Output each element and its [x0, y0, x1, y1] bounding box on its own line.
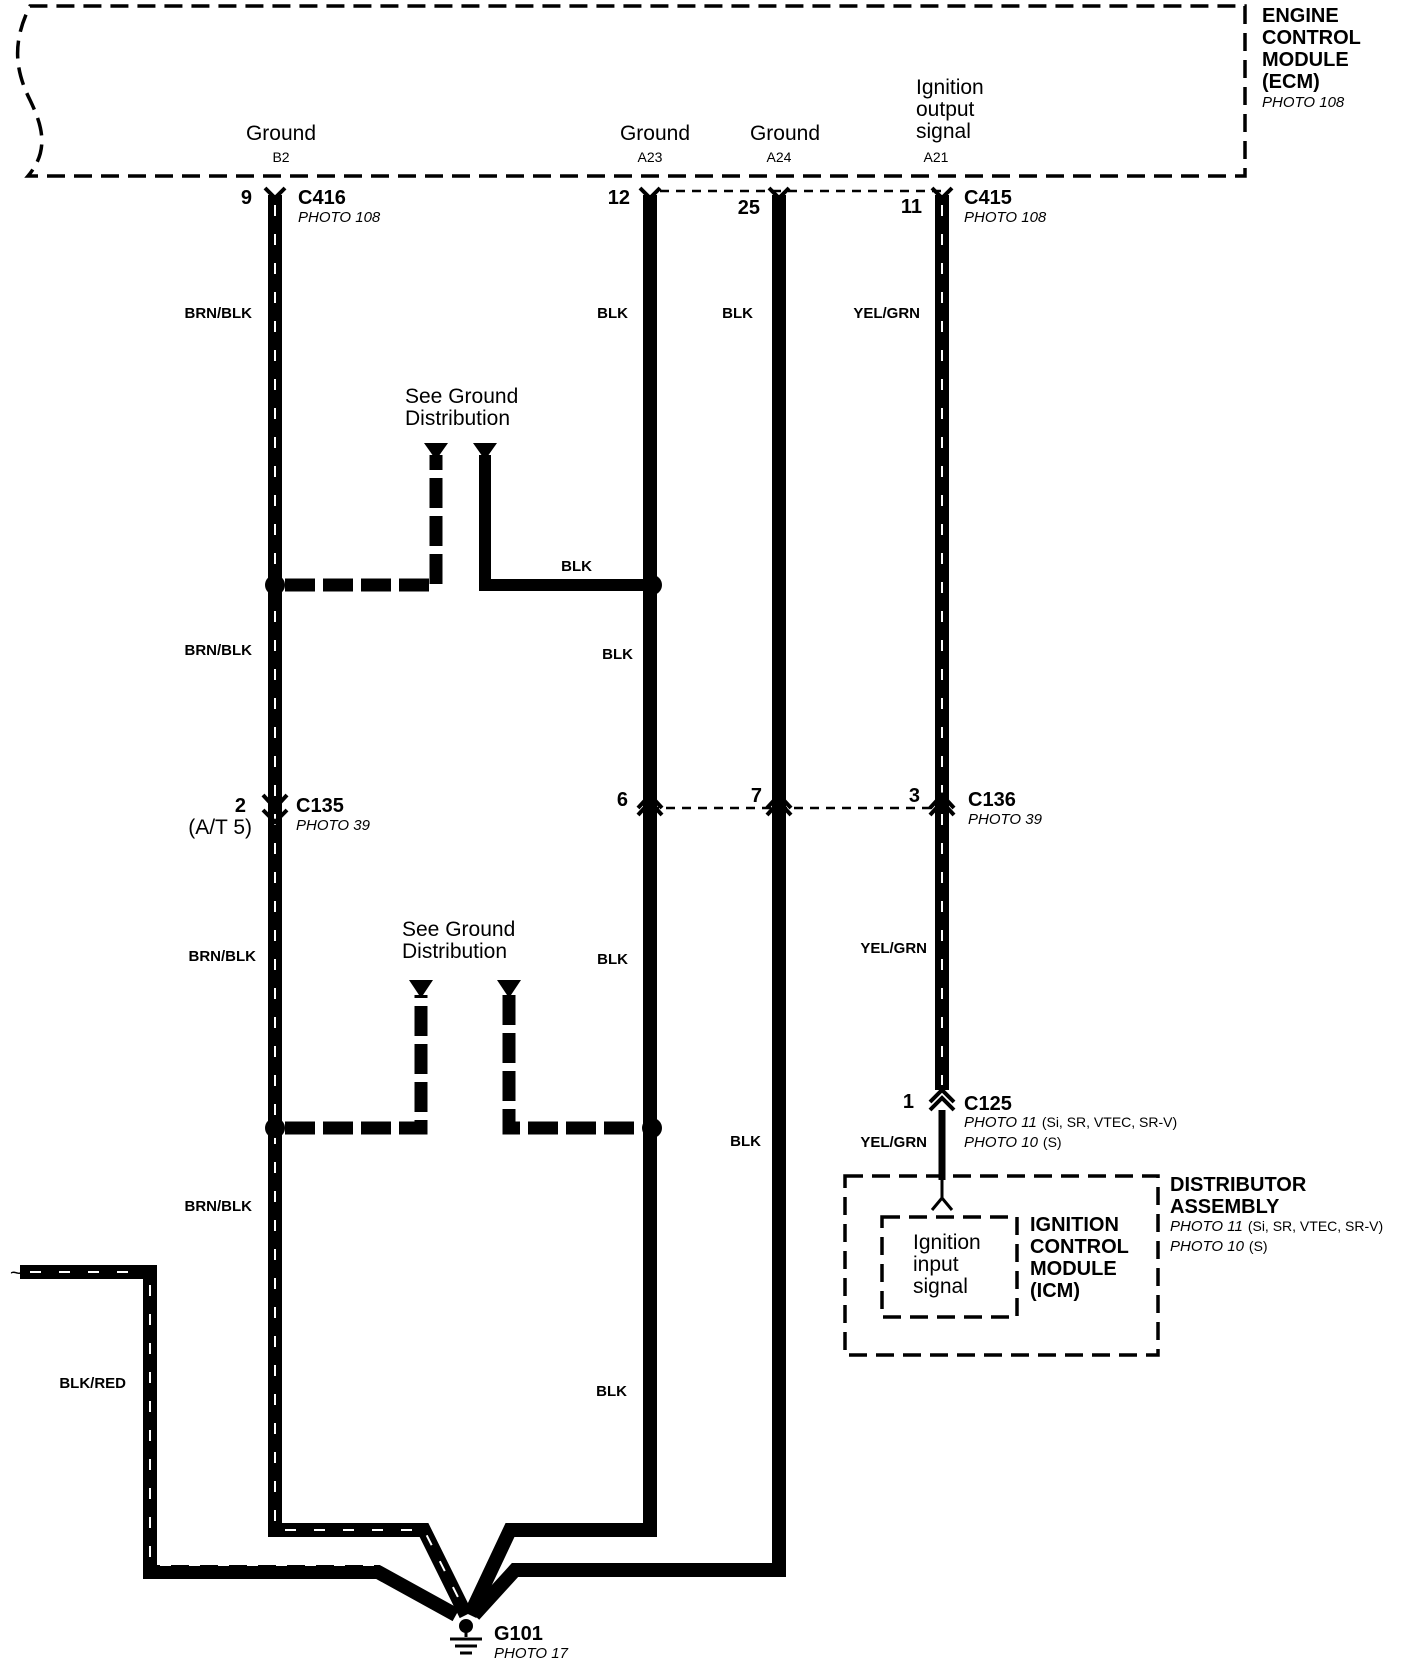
ground-ref-lower-arrow-right — [497, 980, 521, 998]
distributor-outline — [843, 1174, 1160, 1357]
icm-outline — [880, 1215, 1019, 1319]
connector-c416-id: C416 — [298, 187, 346, 209]
pin-c136-6: 6 — [617, 789, 628, 811]
ground-ref-lower-line-2: Distribution — [402, 940, 507, 963]
pin-c136-3: 3 — [909, 785, 920, 807]
connector-c125-id: C125 — [964, 1093, 1012, 1115]
icm-input-line-1: Ignition — [913, 1231, 981, 1254]
connector-c135-id: C135 — [296, 795, 344, 817]
branch-upper-brn — [285, 455, 443, 592]
wire-label-blk-2: BLK — [722, 305, 753, 322]
ecm-terminal-a21-name-2: output — [916, 98, 975, 121]
wire-label-brn-blk-1: BRN/BLK — [185, 305, 253, 322]
wire-label-blk-7: BLK — [596, 1383, 627, 1400]
wire-blk-a24 — [468, 195, 786, 1620]
wire-label-blk-3: BLK — [561, 558, 592, 575]
ground-g101-id: G101 — [494, 1623, 543, 1645]
splice-upper-right — [642, 575, 662, 595]
ecm-terminal-b2-pin: B2 — [272, 149, 289, 165]
icm-title-2: CONTROL — [1030, 1236, 1129, 1258]
branch-lower-blk — [502, 995, 640, 1135]
ground-ref-lower-line-1: See Ground — [402, 918, 515, 941]
wire-label-blk-5: BLK — [597, 951, 628, 968]
ecm-terminal-a21-name-1: Ignition — [916, 76, 984, 99]
connector-c415-photo: PHOTO 108 — [964, 209, 1047, 226]
ground-ref-lower-arrow-left — [409, 980, 433, 998]
pin-c415-25: 25 — [738, 197, 760, 219]
distributor-photo-2: PHOTO 10(S) — [1170, 1238, 1268, 1255]
icm-title-4: (ICM) — [1030, 1280, 1080, 1302]
connector-c125-photo-2: PHOTO 10(S) — [964, 1134, 1062, 1151]
wire-label-blk-4: BLK — [602, 646, 633, 663]
ecm-terminal-b2-name: Ground — [246, 122, 316, 145]
icm-title-1: IGNITION — [1030, 1214, 1119, 1236]
wire-label-yel-grn-1: YEL/GRN — [853, 305, 920, 322]
distributor-photo-1: PHOTO 11(Si, SR, VTEC, SR-V) — [1170, 1218, 1383, 1235]
ecm-terminal-a21-name-3: signal — [916, 120, 971, 143]
ecm-terminal-a23-name: Ground — [620, 122, 690, 145]
wire-label-yel-grn-2: YEL/GRN — [860, 940, 927, 957]
splice-lower-left — [265, 1118, 285, 1138]
wire-label-brn-blk-3: BRN/BLK — [189, 948, 257, 965]
ecm-title-line-1: ENGINE — [1262, 5, 1339, 27]
pin-c415-12: 12 — [608, 187, 630, 209]
pin-c415-11: 11 — [901, 196, 922, 218]
ecm-title: ENGINE CONTROL MODULE (ECM) PHOTO 108 — [1262, 5, 1361, 111]
ecm-outline — [15, 4, 1247, 178]
icm-input-line-2: input — [913, 1253, 959, 1276]
distributor-title-1: DISTRIBUTOR — [1170, 1174, 1307, 1196]
icm-title-3: MODULE — [1030, 1258, 1117, 1280]
pin-c135-2: 2 — [235, 795, 246, 817]
ground-ref-upper-line-1: See Ground — [405, 385, 518, 408]
connector-c416-photo: PHOTO 108 — [298, 209, 381, 226]
branch-upper-blk — [479, 455, 650, 591]
ecm-title-line-3: MODULE — [1262, 49, 1349, 71]
distributor-title-2: ASSEMBLY — [1170, 1196, 1280, 1218]
ecm-title-line-2: CONTROL — [1262, 27, 1361, 49]
wire-label-blk-6: BLK — [730, 1133, 761, 1150]
branch-lower-brn — [285, 995, 428, 1135]
connector-c136-photo: PHOTO 39 — [968, 811, 1043, 828]
pin-c416-9: 9 — [241, 187, 252, 209]
ecm-photo: PHOTO 108 — [1262, 94, 1345, 111]
pin-c136-7: 7 — [751, 785, 762, 807]
wire-label-blk-1: BLK — [597, 305, 628, 322]
ground-g101-photo: PHOTO 17 — [494, 1645, 569, 1662]
ecm-terminal-a21-pin: A21 — [924, 149, 949, 165]
wire-blk-red — [20, 1265, 460, 1622]
wire-blk-a23 — [463, 195, 657, 1618]
splice-upper-left — [265, 575, 285, 595]
ground-symbol-icon — [450, 1619, 482, 1655]
splice-lower-right — [642, 1118, 662, 1138]
ground-ref-upper-arrow-left — [424, 443, 448, 460]
connector-marks — [261, 186, 956, 1211]
connector-c415-id: C415 — [964, 187, 1012, 209]
ecm-terminal-a23-pin: A23 — [638, 149, 663, 165]
ecm-terminal-a24-name: Ground — [750, 122, 820, 145]
connector-c125-photo-1: PHOTO 11(Si, SR, VTEC, SR-V) — [964, 1114, 1177, 1131]
ecm-title-line-4: (ECM) — [1262, 71, 1320, 93]
wire-label-brn-blk-2: BRN/BLK — [185, 642, 253, 659]
wire-label-yel-grn-3: YEL/GRN — [860, 1134, 927, 1151]
wire-label-blk-red: BLK/RED — [59, 1375, 126, 1392]
pin-c125-1: 1 — [903, 1091, 914, 1113]
wire-blk-red-break: ~ — [10, 1262, 22, 1285]
ground-ref-upper-line-2: Distribution — [405, 407, 510, 430]
connector-c136-id: C136 — [968, 789, 1016, 811]
wire-label-brn-blk-4: BRN/BLK — [185, 1198, 253, 1215]
pin-c135-note: (A/T 5) — [188, 816, 252, 839]
icm-input-line-3: signal — [913, 1275, 968, 1298]
ground-ref-upper-arrow-right — [473, 443, 497, 460]
wire-blk-red-stripe — [149, 1285, 378, 1566]
connector-c135-photo: PHOTO 39 — [296, 817, 371, 834]
ecm-terminal-a24-pin: A24 — [767, 149, 792, 165]
